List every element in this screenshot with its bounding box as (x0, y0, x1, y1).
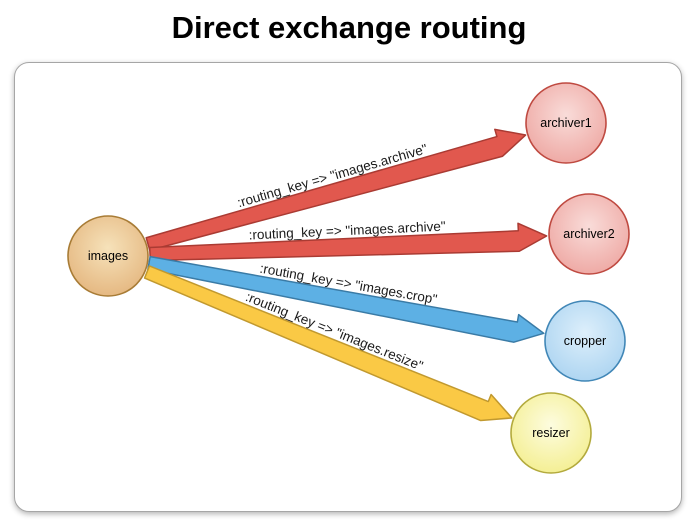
queue-circle (544, 300, 626, 382)
queue-circle (525, 82, 607, 164)
exchange-circle (67, 215, 149, 297)
exchange-node-images: images (67, 215, 149, 297)
queue-circle (548, 193, 630, 275)
queue-node-archiver2: archiver2 (548, 193, 630, 275)
exchange-label: images (88, 249, 128, 263)
queue-node-resizer: resizer (510, 392, 592, 474)
binding-arrow-archive-2: :routing_key => "images.archive" (148, 219, 548, 262)
queue-label: archiver2 (563, 227, 614, 241)
queue-node-archiver1: archiver1 (525, 82, 607, 164)
diagram-panel: :routing_key => "images.archive" :routin… (14, 62, 682, 512)
arrow-shape (143, 265, 513, 422)
diagram-canvas: :routing_key => "images.archive" :routin… (67, 82, 630, 474)
queue-label: resizer (532, 426, 570, 440)
page-title: Direct exchange routing (171, 10, 527, 45)
queue-label: archiver1 (540, 116, 591, 130)
queue-node-cropper: cropper (544, 300, 626, 382)
queue-label: cropper (564, 334, 606, 348)
queue-circle (510, 392, 592, 474)
